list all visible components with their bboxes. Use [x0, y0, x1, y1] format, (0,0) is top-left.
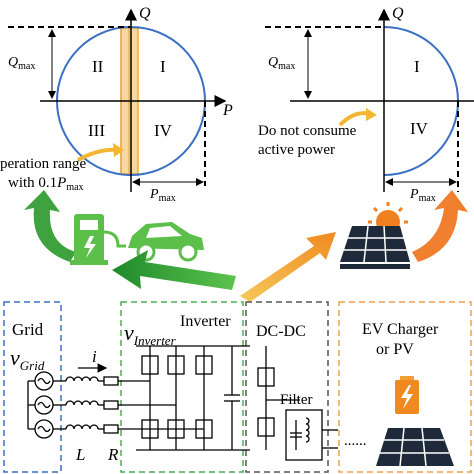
ev-box	[338, 301, 472, 473]
ev-label-1: EV Charger	[362, 321, 439, 338]
quadrant-3: III	[88, 121, 105, 140]
grid-phases	[27, 371, 204, 439]
connection-dots: ......	[344, 433, 367, 449]
quadrant-2: II	[92, 57, 104, 76]
pmax-label: Pmax	[149, 187, 176, 204]
grid-label: Grid	[12, 320, 44, 339]
current-label: i	[92, 347, 97, 366]
note-line-2: active power	[258, 142, 335, 158]
inverter-bridge	[136, 345, 250, 451]
operation-range-label: peration range	[0, 156, 87, 172]
qmax-label: Qmax	[8, 55, 35, 72]
battery-icon	[395, 376, 419, 414]
filter-label: Filter	[280, 392, 313, 408]
right-quadrant-1: I	[414, 57, 420, 76]
ev-label-2: or PV	[376, 341, 414, 358]
orange-curved-arrow	[412, 190, 468, 262]
left-pq-plot: Q P Qmax Pmax I II III IV peration range…	[0, 5, 233, 204]
green-power-arrow	[112, 250, 236, 290]
note-line-1: Do not consume	[258, 123, 357, 139]
solar-panel-icon	[340, 202, 410, 269]
car-icon	[128, 222, 204, 262]
q-axis-label: Q	[139, 5, 151, 22]
ev-box-solar-panel-icon	[376, 427, 454, 467]
dcdc-converter	[257, 346, 300, 450]
operation-range-label-2: with 0.1Pmax	[8, 175, 84, 193]
right-pq-plot: Q Qmax Pmax I IV Do not consume active p…	[258, 5, 474, 204]
right-q-axis-label: Q	[392, 5, 404, 22]
v-inverter-label: vInverter	[124, 320, 177, 348]
right-pmax-label: Pmax	[409, 187, 436, 204]
inverter-box	[120, 301, 244, 473]
resistor-label: R	[107, 445, 119, 464]
dcdc-label: DC-DC	[256, 323, 306, 340]
ev-charger-icon	[70, 214, 126, 265]
quadrant-1: I	[160, 57, 166, 76]
right-qmax-label: Qmax	[268, 55, 295, 72]
p-axis-label: P	[222, 102, 233, 119]
inverter-label: Inverter	[180, 313, 231, 330]
right-quadrant-4: IV	[410, 119, 429, 138]
grid-box	[3, 301, 62, 473]
orange-power-arrow	[240, 232, 336, 302]
quadrant-4: IV	[154, 121, 173, 140]
inductor-label: L	[75, 445, 85, 464]
dcdc-box	[245, 301, 329, 473]
green-curved-arrow	[24, 190, 76, 262]
filter-block	[285, 409, 338, 461]
v-grid-label: vGrid	[10, 345, 45, 373]
